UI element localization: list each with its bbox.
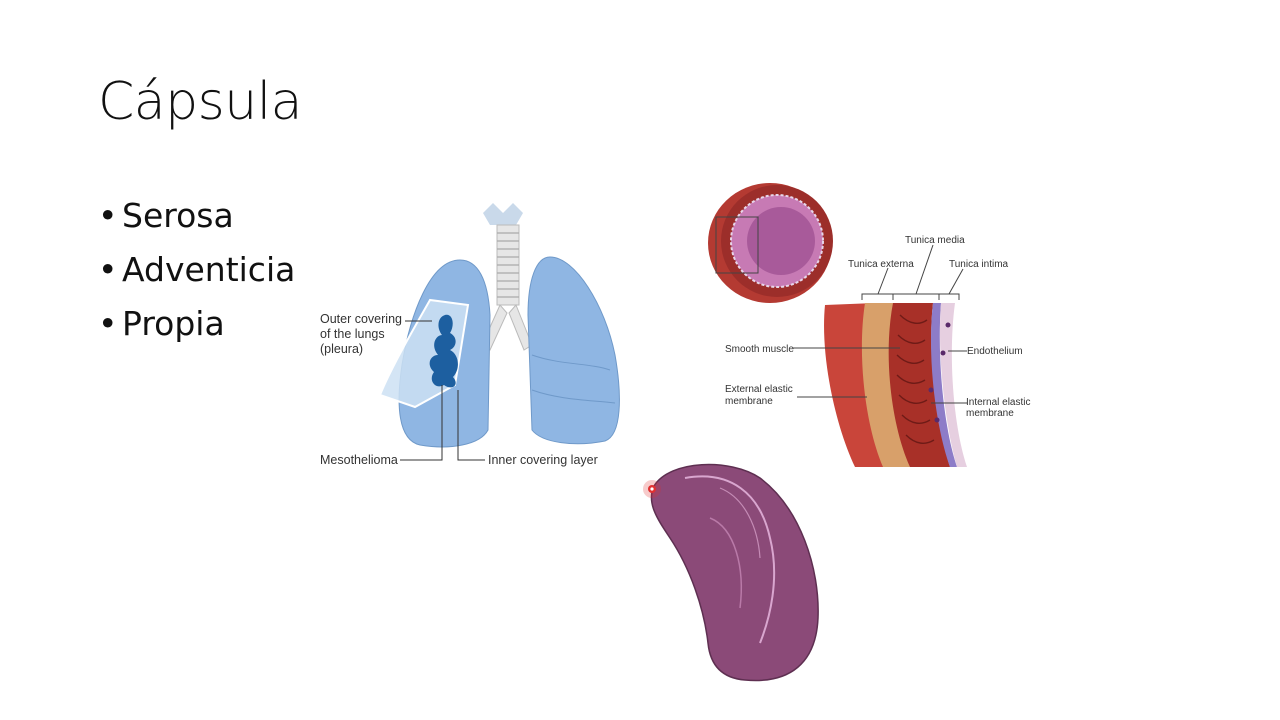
bullet-item: •Adventicia <box>98 250 296 289</box>
lung-pleura-diagram: Outer covering of the lungs (pleura) Mes… <box>320 203 620 467</box>
bullet-list: •Serosa •Adventicia •Propia <box>98 192 295 354</box>
label-tunica-intima: Tunica intima <box>949 259 1009 270</box>
trachea-illustration <box>481 203 533 351</box>
bullet-text: Propia <box>122 304 225 343</box>
label-outer-line2: of the lungs <box>320 327 385 341</box>
vessel-wall-detail <box>824 303 967 467</box>
bullet-item: •Propia <box>98 304 225 343</box>
label-outer-line3: (pleura) <box>320 342 363 356</box>
blood-vessel-diagram: Tunica media Tunica externa Tunica intim… <box>708 183 1030 467</box>
label-external-elastic-2: membrane <box>725 396 773 407</box>
label-external-elastic-1: External elastic <box>725 384 793 395</box>
location-marker-icon <box>643 480 661 498</box>
label-endothelium: Endothelium <box>967 346 1023 357</box>
label-internal-elastic-1: Internal elastic <box>966 397 1030 408</box>
label-inner-covering: Inner covering layer <box>488 453 598 467</box>
bullet-item: •Serosa <box>98 196 234 235</box>
spleen-organ-shape <box>650 463 819 682</box>
vessel-cross-section <box>708 183 833 303</box>
label-outer-line1: Outer covering <box>320 312 402 326</box>
label-smooth-muscle: Smooth muscle <box>725 344 794 355</box>
slide-title: Cápsula <box>98 72 303 132</box>
label-internal-elastic-2: membrane <box>966 408 1014 419</box>
right-lung-shape <box>527 256 620 445</box>
label-mesothelioma: Mesothelioma <box>320 453 398 467</box>
bullet-text: Adventicia <box>122 250 296 289</box>
bullet-text: Serosa <box>122 196 234 235</box>
label-tunica-externa: Tunica externa <box>848 259 914 270</box>
spleen-illustration <box>643 463 819 682</box>
mesothelioma-tumor-shape <box>429 314 458 388</box>
label-tunica-media: Tunica media <box>905 235 965 246</box>
